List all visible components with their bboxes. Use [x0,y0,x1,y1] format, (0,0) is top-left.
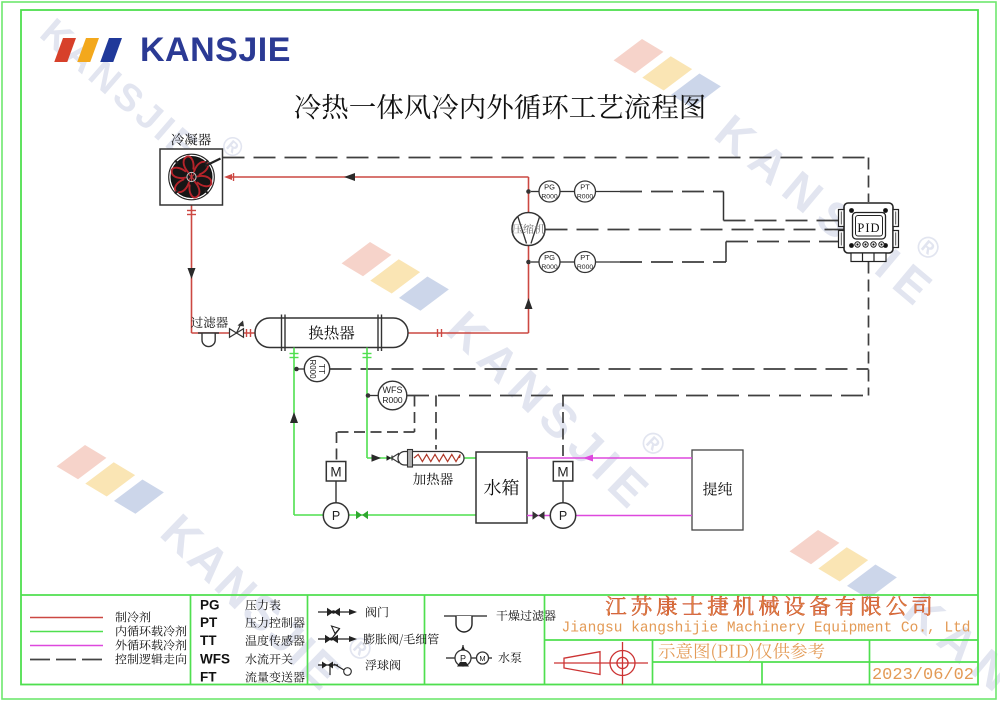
svg-text:TT: TT [200,633,217,648]
svg-text:R000: R000 [577,194,593,201]
svg-text:WFS: WFS [200,652,230,667]
svg-text:M: M [330,465,341,480]
svg-text:R000: R000 [541,264,557,271]
svg-text:P: P [332,509,340,523]
svg-text:PID: PID [857,221,880,235]
svg-text:R000: R000 [382,395,403,405]
svg-text:PG: PG [544,253,555,262]
svg-text:KANSJIE: KANSJIE [706,104,950,321]
svg-text:PT: PT [200,615,218,630]
svg-text:WFS: WFS [383,385,403,395]
svg-text:KANSJIE: KANSJIE [150,505,352,701]
svg-text:P: P [460,654,466,664]
svg-text:PG: PG [544,182,555,191]
svg-text:R000: R000 [308,359,317,379]
svg-text:2023/06/02: 2023/06/02 [872,666,974,685]
svg-text:PT: PT [580,182,590,191]
svg-text:R000: R000 [541,194,557,201]
svg-text:PT: PT [580,253,590,262]
svg-text:M: M [557,465,568,480]
svg-text:R000: R000 [577,264,593,271]
svg-text:PG: PG [200,598,220,613]
svg-text:FT: FT [200,670,217,685]
svg-text:KANSJIE: KANSJIE [140,31,291,69]
svg-text:TT: TT [317,364,327,374]
svg-text:Jiangsu kangshijie Machinery E: Jiangsu kangshijie Machinery Equipment C… [562,621,971,637]
svg-text:M: M [479,654,485,663]
svg-text:KANSJIE: KANSJIE [436,302,663,524]
svg-text:P: P [559,509,567,523]
